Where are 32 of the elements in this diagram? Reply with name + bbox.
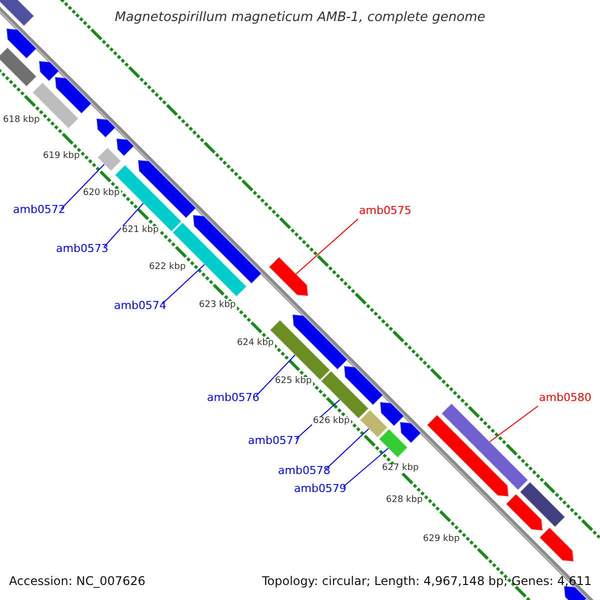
scale-label: 624 kbp bbox=[236, 339, 275, 348]
gene-label: amb0573 bbox=[56, 243, 108, 254]
gene-label: amb0577 bbox=[248, 435, 300, 446]
scale-label: 621 kbp bbox=[121, 226, 160, 235]
gene-label: amb0572 bbox=[13, 204, 66, 215]
gene-label: amb0580 bbox=[539, 392, 592, 403]
leader-line bbox=[162, 264, 205, 304]
accession-text: Accession: NC_007626 bbox=[9, 575, 146, 587]
gene-label: amb0576 bbox=[207, 392, 260, 403]
scale-label: 629 kbp bbox=[422, 535, 461, 544]
leader-line bbox=[256, 354, 296, 396]
scale-label: 625 kbp bbox=[274, 377, 313, 386]
scale-label: 623 kbp bbox=[198, 301, 237, 310]
leader-line bbox=[489, 406, 538, 442]
scale-label: 626 kbp bbox=[312, 417, 351, 426]
leader-line bbox=[326, 428, 370, 470]
scale-label: 618 kbp bbox=[2, 116, 41, 125]
gene-label: amb0574 bbox=[114, 300, 166, 311]
genome-info-text: Topology: circular; Length: 4,967,148 bp; Genes: 4,611 bbox=[262, 575, 592, 587]
scale-label: 628 kbp bbox=[385, 496, 424, 505]
gene-label: amb0575 bbox=[359, 205, 412, 216]
leader-line bbox=[60, 164, 105, 210]
gene-label: amb0578 bbox=[278, 465, 330, 476]
scale-label: 620 kbp bbox=[82, 189, 121, 198]
leader-line bbox=[104, 202, 144, 248]
leader-line bbox=[296, 218, 358, 274]
scale-label: 622 kbp bbox=[148, 263, 187, 272]
scale-label: 627 kbp bbox=[381, 464, 420, 473]
leader-line bbox=[342, 448, 389, 488]
scale-label: 619 kbp bbox=[42, 152, 81, 161]
gene-label: amb0579 bbox=[294, 483, 346, 494]
title: Magnetospirillum magneticum AMB-1, complete genome bbox=[114, 11, 486, 24]
